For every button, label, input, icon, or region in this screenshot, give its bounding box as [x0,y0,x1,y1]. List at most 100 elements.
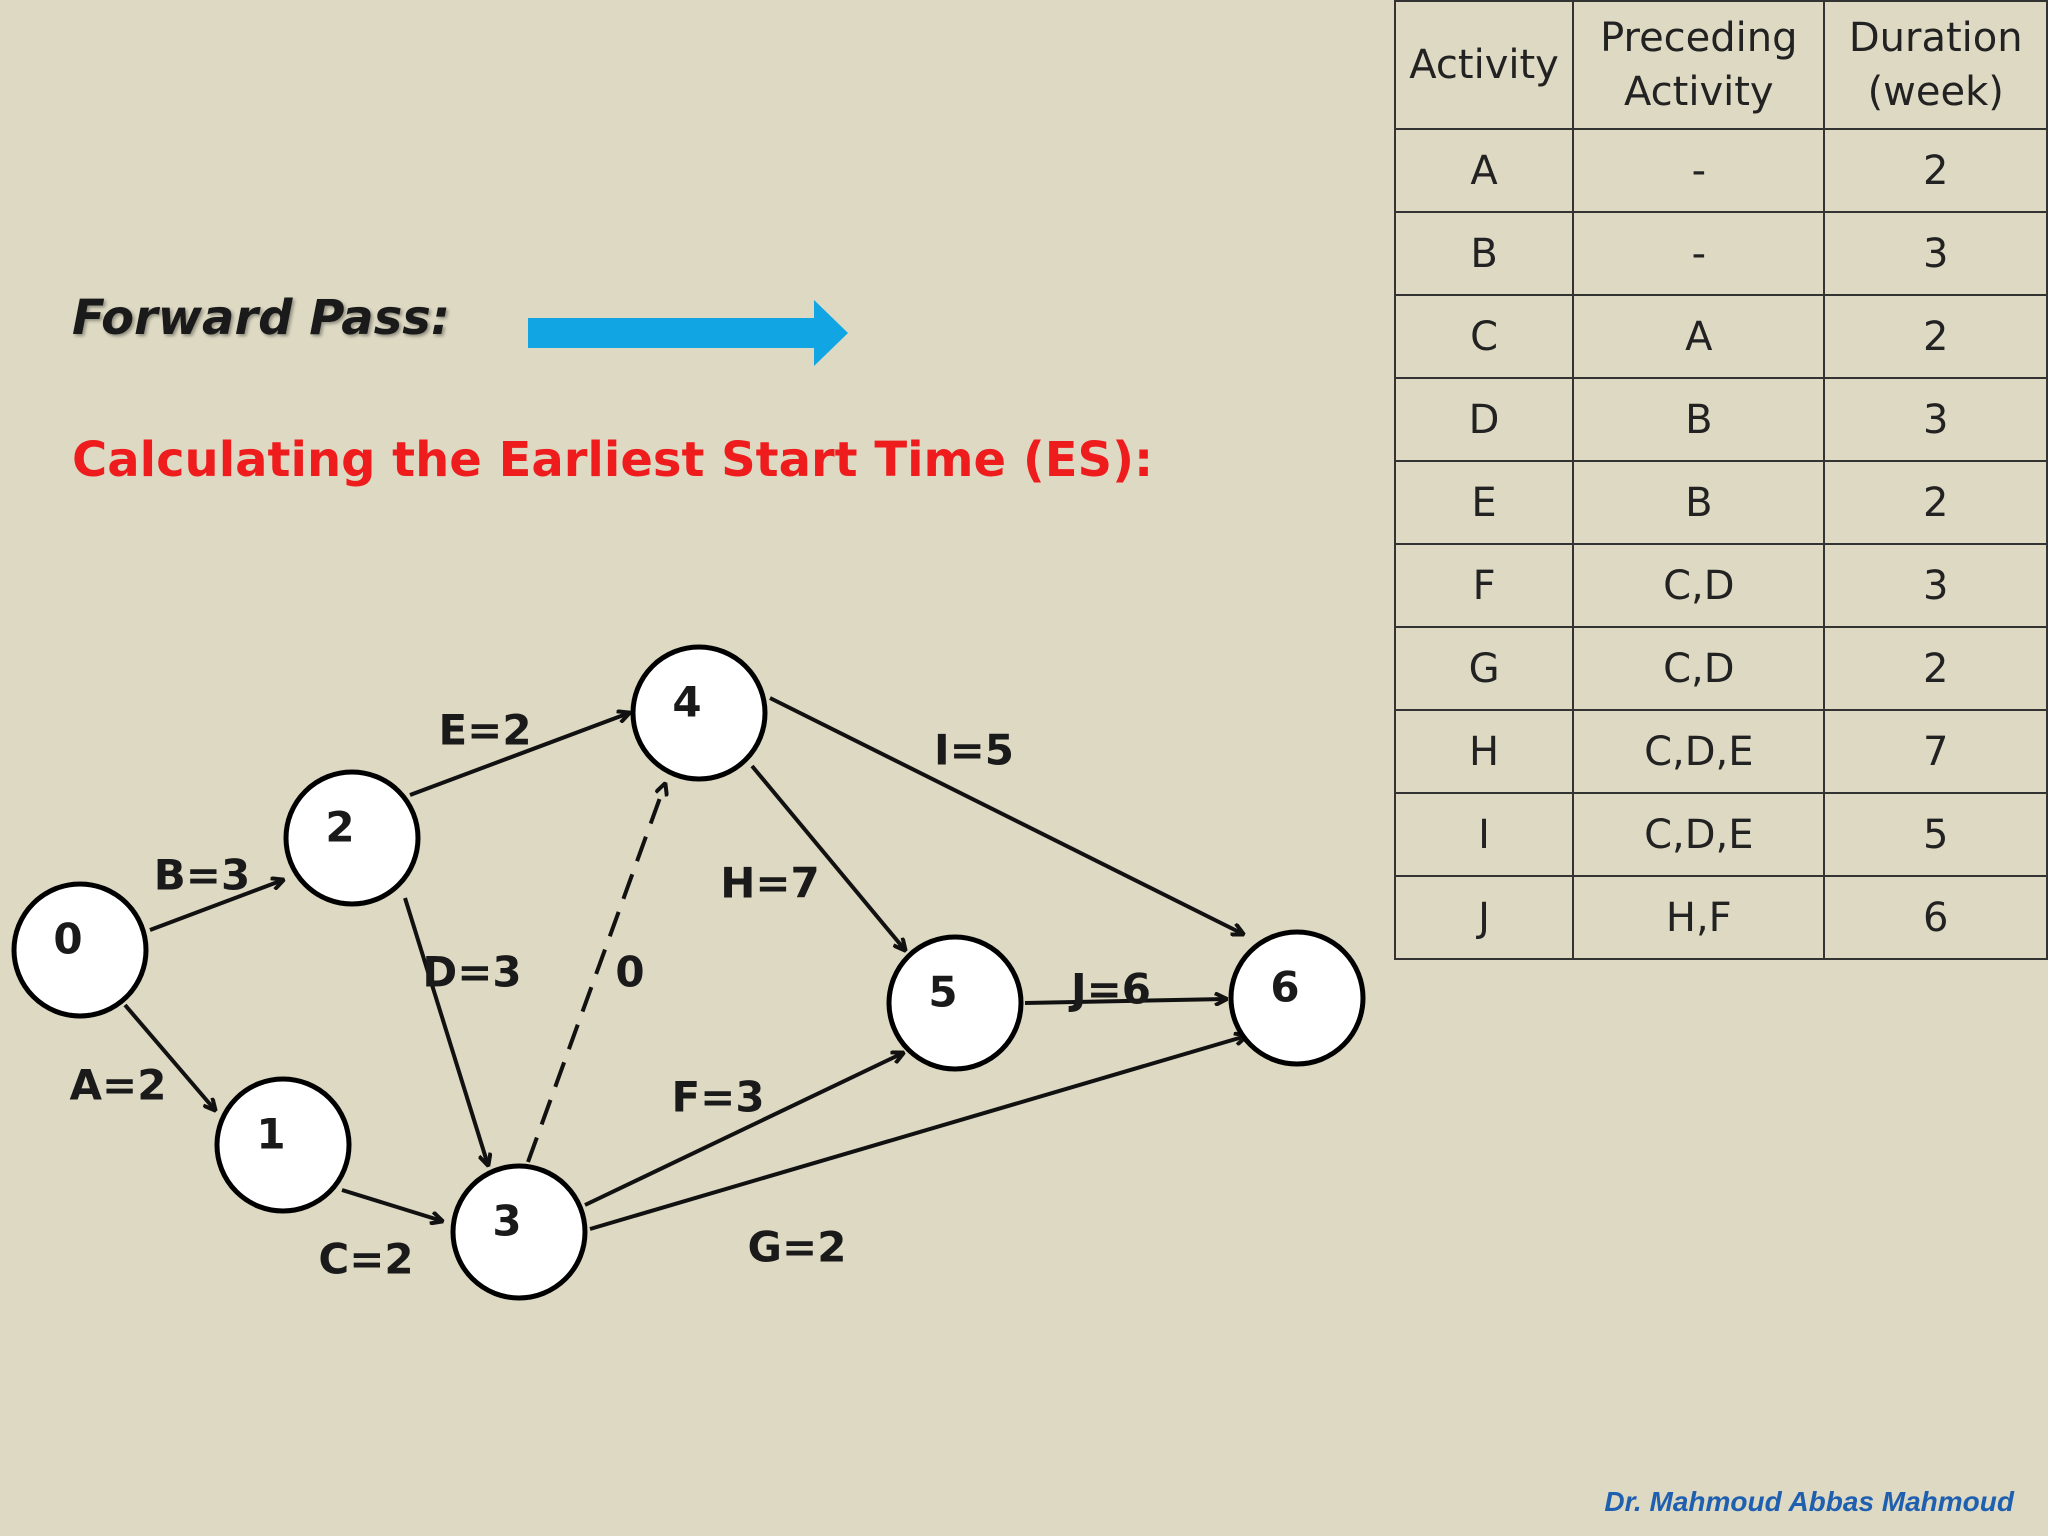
header-duration-line1: Duration [1848,15,2023,61]
table-row: D B 3 [1393,377,2048,462]
node-label: 6 [1270,963,1299,1012]
forward-arrow-icon [528,300,848,366]
table-row: A - 2 [1393,128,2048,213]
node-5: 5 [886,934,1024,1072]
cell-duration: 5 [1823,792,2048,877]
cell-activity: I [1393,792,1575,877]
cell-duration: 2 [1823,460,2048,545]
cell-activity: J [1393,875,1575,960]
edge-label-3-5: F=3 [671,1073,764,1122]
edge-2-4 [409,713,629,797]
author-credit: Dr. Mahmoud Abbas Mahmoud [1604,1486,2014,1517]
cell-preceding: H,F [1572,875,1826,960]
header-preceding-line1: Preceding [1600,15,1798,61]
cell-preceding: B [1572,377,1826,462]
cell-activity: D [1393,377,1575,462]
cell-activity: E [1393,460,1575,545]
cell-duration: 2 [1823,626,2048,711]
edge-4-6 [769,696,1243,934]
edge-label-1-3: C=2 [318,1235,413,1284]
edge-3-4 [526,784,665,1163]
table-row: E B 2 [1393,460,2048,545]
node-6: 6 [1228,929,1366,1067]
node-label: 1 [256,1110,285,1159]
node-1: 1 [214,1076,352,1214]
cell-duration: 6 [1823,875,2048,960]
node-circle [1228,929,1366,1067]
edge-label-4-6: I=5 [934,726,1014,775]
header-duration: Duration (week) [1823,0,2048,130]
edge-2-3 [403,897,488,1165]
edges-layer [123,696,1246,1231]
table-row: J H,F 6 [1393,875,2048,960]
edge-3-5 [584,1053,903,1207]
cell-preceding: C,D,E [1572,792,1826,877]
edge-label-2-3: D=3 [422,948,521,997]
edge-label-0-1: A=2 [70,1061,167,1110]
cell-duration: 2 [1823,128,2048,213]
cell-activity: G [1393,626,1575,711]
header-activity: Activity [1393,0,1575,130]
node-2: 2 [283,769,421,907]
node-label: 5 [928,968,957,1017]
edge-label-3-4: 0 [615,948,644,997]
node-circle [450,1163,588,1301]
cell-preceding: - [1572,211,1826,296]
edge-label-0-2: B=3 [154,851,250,900]
cell-preceding: C,D [1572,626,1826,711]
nodes-layer: 0 1 2 3 4 5 6 [11,644,1366,1301]
header-activity-line1: Activity [1409,42,1559,88]
header-duration-line2: (week) [1867,69,2004,115]
cell-activity: H [1393,709,1575,794]
cell-activity: B [1393,211,1575,296]
table-row: I C,D,E 5 [1393,792,2048,877]
edge-0-1 [123,1003,215,1110]
cell-duration: 2 [1823,294,2048,379]
cell-preceding: - [1572,128,1826,213]
node-circle [630,644,768,782]
cell-preceding: C,D,E [1572,709,1826,794]
cell-preceding: B [1572,460,1826,545]
cell-activity: F [1393,543,1575,628]
table-header-row: Activity Preceding Activity Duration (we… [1393,0,2048,130]
edge-label-3-6: G=2 [748,1223,847,1272]
node-circle [283,769,421,907]
edge-3-6 [589,1036,1246,1231]
edge-label-2-4: E=2 [438,706,531,755]
edge-4-5 [750,764,905,950]
table-row: F C,D 3 [1393,543,2048,628]
table-row: B - 3 [1393,211,2048,296]
header-preceding: Preceding Activity [1572,0,1826,130]
node-3: 3 [450,1163,588,1301]
cell-activity: C [1393,294,1575,379]
edge-label-4-5: H=7 [720,859,820,908]
header-preceding-line2: Activity [1624,69,1774,115]
node-circle [214,1076,352,1214]
node-0: 0 [11,881,149,1019]
node-label: 2 [325,803,354,852]
node-4: 4 [630,644,768,782]
cell-preceding: C,D [1572,543,1826,628]
activity-table: Activity Preceding Activity Duration (we… [1393,0,2048,960]
table-row: C A 2 [1393,294,2048,379]
cell-duration: 3 [1823,211,2048,296]
edge-label-5-6: J=6 [1068,965,1151,1014]
cell-activity: A [1393,128,1575,213]
edge-1-3 [341,1188,442,1221]
node-label: 3 [492,1197,521,1246]
table-row: H C,D,E 7 [1393,709,2048,794]
es-heading: Calculating the Earliest Start Time (ES)… [72,432,1154,488]
cell-duration: 3 [1823,543,2048,628]
cell-duration: 3 [1823,377,2048,462]
node-circle [886,934,1024,1072]
edge-0-2 [149,880,283,932]
table-row: G C,D 2 [1393,626,2048,711]
cell-duration: 7 [1823,709,2048,794]
cell-preceding: A [1572,294,1826,379]
edge-5-6 [1024,999,1226,1003]
node-label: 4 [672,678,701,727]
node-label: 0 [53,915,82,964]
node-circle [11,881,149,1019]
forward-pass-heading: Forward Pass: [72,290,451,346]
